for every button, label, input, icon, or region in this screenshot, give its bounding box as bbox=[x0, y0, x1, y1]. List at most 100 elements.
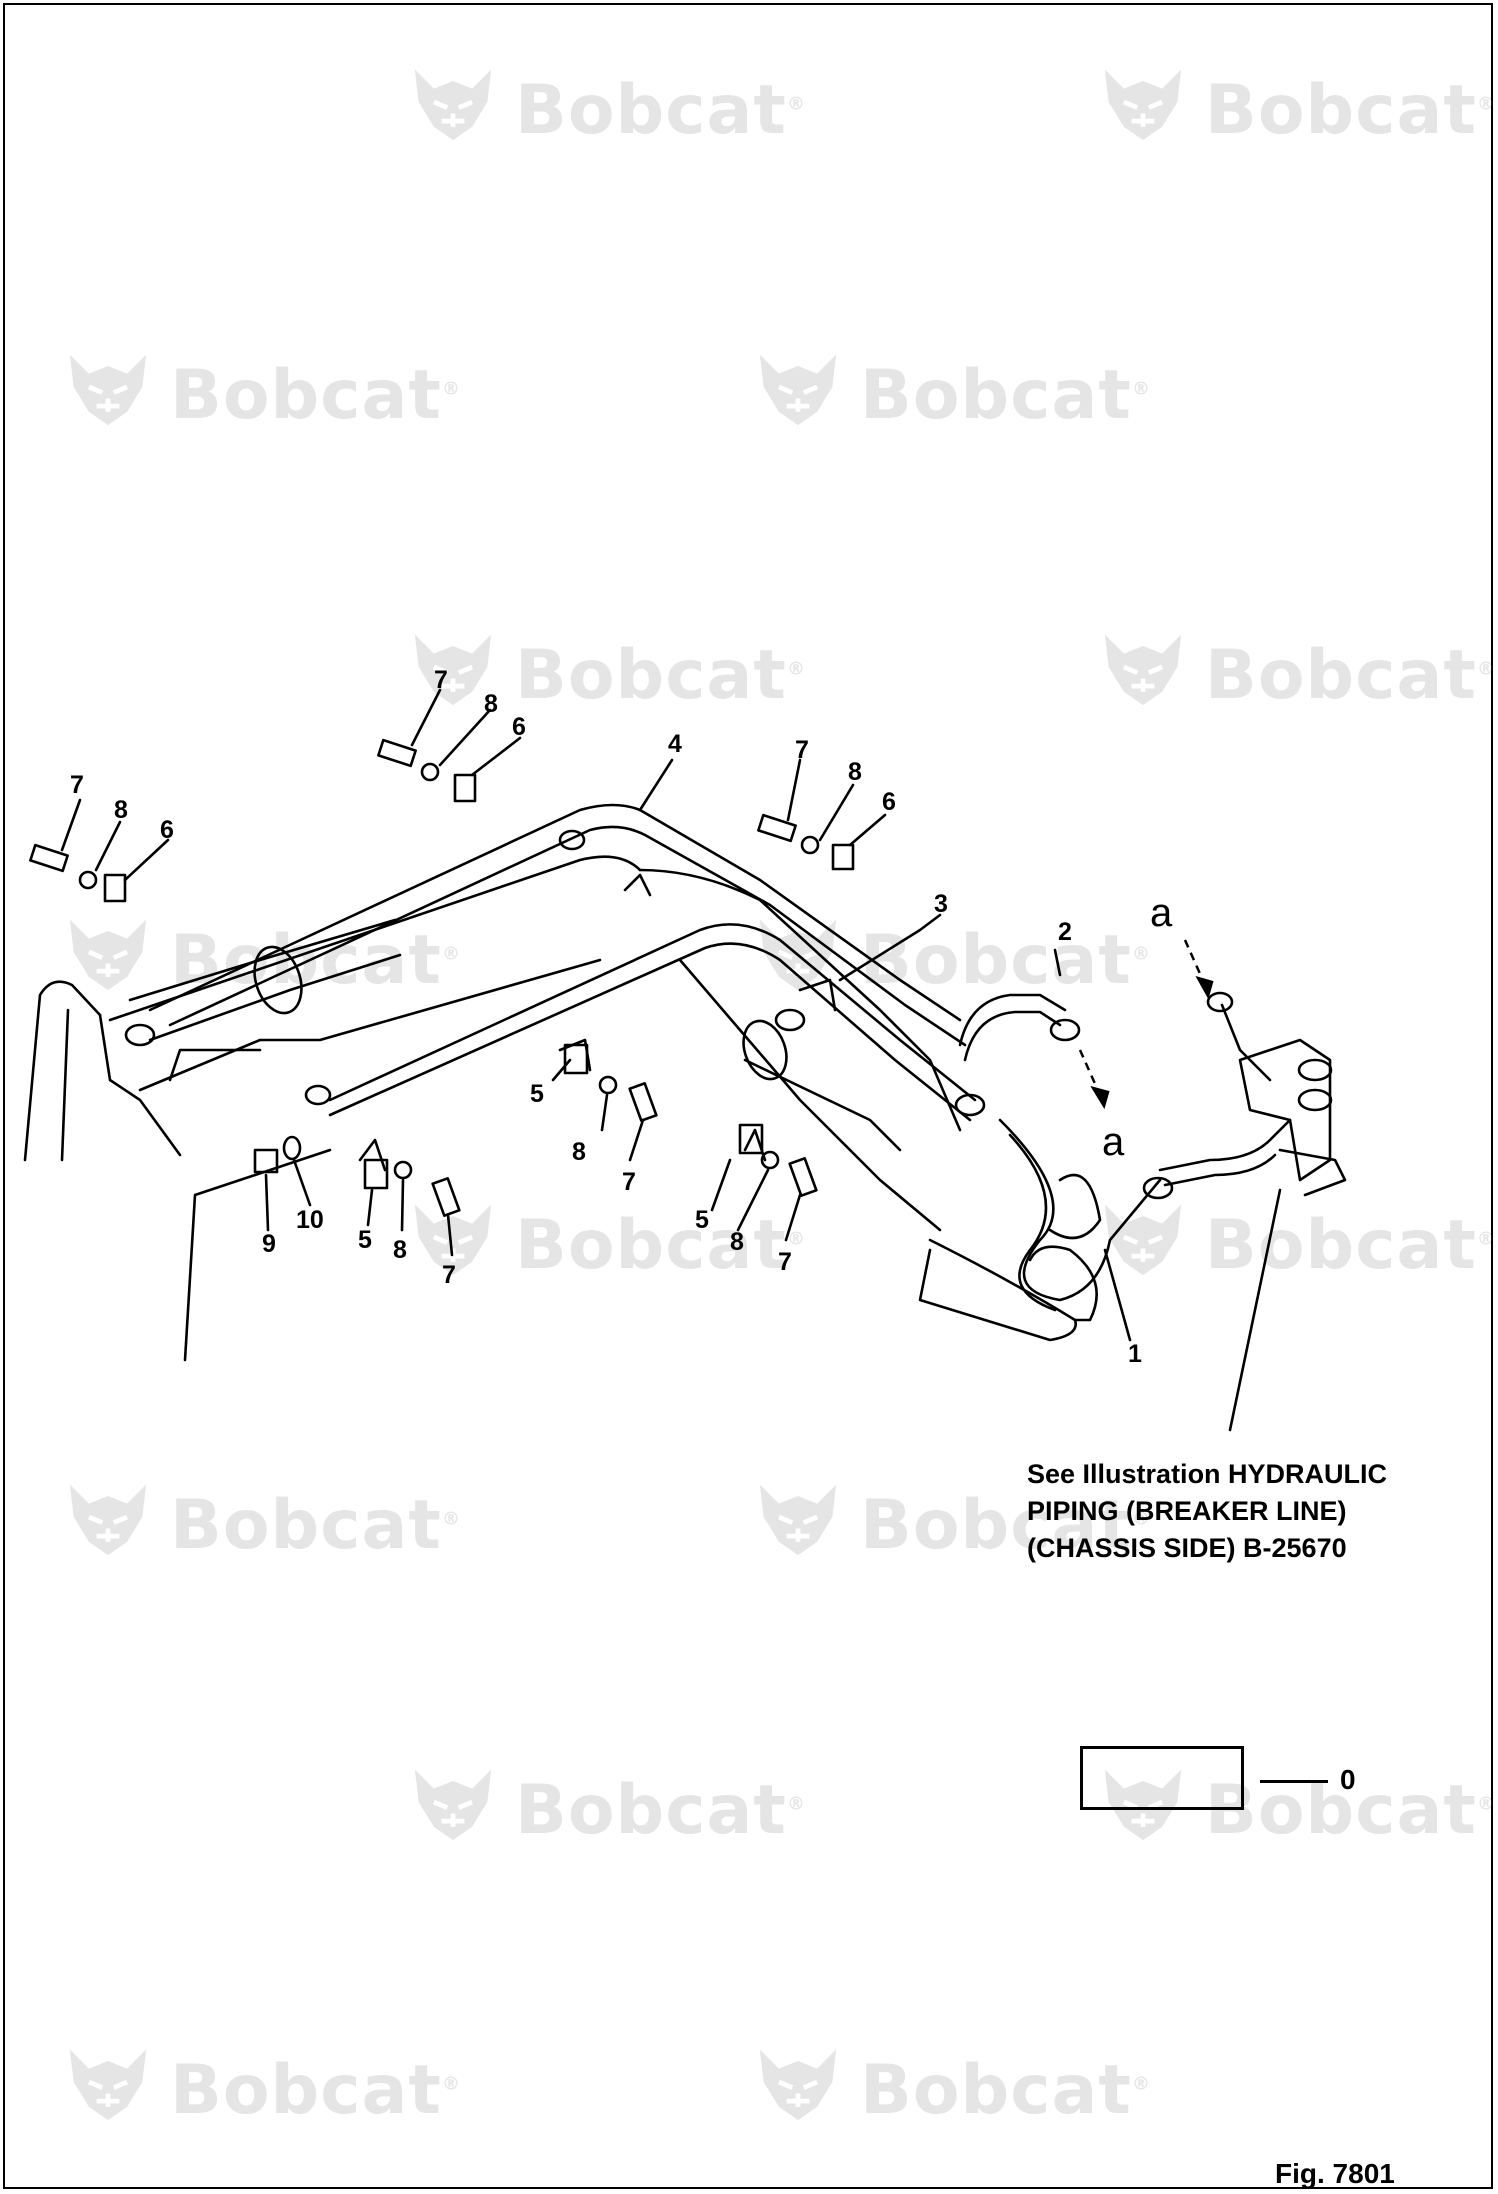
washer-8-left-low bbox=[393, 1160, 413, 1180]
bobcat-watermark-text: Bobcat® bbox=[860, 1486, 1151, 1565]
leader-8-top bbox=[438, 708, 492, 767]
reference-note: See Illustration HYDRAULIC PIPING (BREAK… bbox=[1027, 1456, 1387, 1567]
bobcat-logo-icon bbox=[60, 1475, 156, 1576]
callout-7a: 7 bbox=[70, 771, 84, 799]
fitting-upper-clamp bbox=[558, 829, 586, 851]
bobcat-logo-icon bbox=[60, 910, 156, 1011]
callout-a-right: a bbox=[1102, 1120, 1125, 1164]
leader-6-mid bbox=[848, 813, 887, 847]
valve-body bbox=[1238, 1038, 1332, 1182]
chassis-pipe-up bbox=[1220, 1003, 1272, 1082]
clamp-5-center bbox=[563, 1043, 589, 1075]
registered-mark: ® bbox=[441, 2073, 461, 2095]
callout-7f: 7 bbox=[442, 1261, 456, 1289]
leader-7-low bbox=[446, 1213, 454, 1257]
bobcat-logo-icon bbox=[405, 625, 501, 726]
boom-upper-edge bbox=[108, 855, 642, 1022]
bolt-7-right bbox=[788, 1156, 818, 1198]
bobcat-logo-icon bbox=[750, 345, 846, 446]
pipe-3 bbox=[328, 923, 977, 1102]
bobcat-watermark-text: Bobcat® bbox=[515, 71, 806, 150]
leader-5b bbox=[710, 1158, 732, 1212]
bobcat-watermark: Bobcat® bbox=[1095, 1195, 1496, 1296]
bobcat-watermark-text: Bobcat® bbox=[170, 2051, 461, 2130]
bobcat-watermark-text: Bobcat® bbox=[515, 1771, 806, 1850]
callout-7d: 7 bbox=[622, 1168, 636, 1196]
clamp-2 bbox=[798, 978, 837, 1012]
washer-8-top bbox=[420, 762, 440, 782]
callout-3: 3 bbox=[934, 890, 948, 918]
valve-bracket bbox=[1278, 1148, 1347, 1197]
legend-box bbox=[1080, 1746, 1244, 1810]
fitting-low-left bbox=[304, 1084, 332, 1106]
registered-mark: ® bbox=[786, 1793, 806, 1815]
legend-leader bbox=[1260, 1780, 1328, 1783]
leader-6-left bbox=[123, 838, 170, 882]
callout-a-top: a bbox=[1150, 891, 1173, 935]
bobcat-watermark-text: Bobcat® bbox=[170, 1486, 461, 1565]
callout-4: 4 bbox=[668, 730, 682, 758]
callout-8c: 8 bbox=[848, 758, 862, 786]
bobcat-watermark: Bobcat® bbox=[60, 345, 461, 446]
bobcat-watermark: Bobcat® bbox=[1095, 60, 1496, 161]
bobcat-watermark-text: Bobcat® bbox=[1205, 1206, 1496, 1285]
bobcat-logo-icon bbox=[60, 345, 156, 446]
bobcat-watermark: Bobcat® bbox=[405, 1195, 806, 1296]
bobcat-logo-icon bbox=[1095, 60, 1191, 161]
leader-7-top bbox=[410, 688, 442, 747]
callout-7c: 7 bbox=[795, 736, 809, 764]
note-line-1: See Illustration HYDRAULIC bbox=[1027, 1459, 1388, 1489]
registered-mark: ® bbox=[786, 93, 806, 115]
boom-cylinder-collar bbox=[253, 945, 303, 1015]
bobcat-logo-icon bbox=[1095, 1195, 1191, 1296]
bobcat-watermark-text: Bobcat® bbox=[860, 356, 1151, 435]
callout-9: 9 bbox=[262, 1230, 276, 1258]
callout-8b: 8 bbox=[484, 690, 498, 718]
callout-5c: 5 bbox=[358, 1226, 372, 1254]
callout-8f: 8 bbox=[393, 1236, 407, 1264]
hose-2-b bbox=[963, 1010, 1062, 1062]
hose-1-b bbox=[1008, 1133, 1057, 1312]
leader-8-center bbox=[600, 1093, 609, 1132]
leader-3 bbox=[838, 913, 942, 982]
callout-8e: 8 bbox=[730, 1228, 744, 1256]
registered-mark: ® bbox=[441, 1508, 461, 1530]
bobcat-logo-icon bbox=[405, 60, 501, 161]
note-line-2: PIPING (BREAKER LINE) bbox=[1027, 1496, 1347, 1526]
bobcat-logo-icon bbox=[750, 2040, 846, 2141]
clamp-6-mid bbox=[831, 843, 855, 871]
leader-8-low bbox=[400, 1178, 405, 1232]
leader-chassis bbox=[1228, 1188, 1282, 1432]
bobcat-watermark: Bobcat® bbox=[750, 2040, 1151, 2141]
fitting-left bbox=[124, 1023, 156, 1047]
callout-7e: 7 bbox=[778, 1248, 792, 1276]
bolt-7-left bbox=[29, 843, 69, 873]
bobcat-logo-icon bbox=[405, 1760, 501, 1861]
bobcat-logo-icon bbox=[60, 2040, 156, 2141]
leader-7-right bbox=[784, 1193, 802, 1242]
boom-cylinder-lower bbox=[148, 953, 402, 1042]
bobcat-watermark-text: Bobcat® bbox=[170, 921, 461, 1000]
bobcat-watermark: Bobcat® bbox=[1095, 1760, 1496, 1861]
pipe-4-b bbox=[168, 825, 967, 1047]
clamp-6-left bbox=[103, 873, 127, 903]
clamp-3 bbox=[558, 1038, 592, 1072]
registered-mark: ® bbox=[1131, 378, 1151, 400]
clamp-5-right bbox=[738, 1123, 764, 1155]
bobcat-logo-icon bbox=[1095, 1760, 1191, 1861]
drawing-frame bbox=[3, 3, 1493, 2189]
arrow-a-top-head bbox=[1195, 975, 1214, 1000]
valve-cap bbox=[1297, 1058, 1333, 1082]
leader-4 bbox=[638, 758, 674, 812]
bobcat-logo-icon bbox=[405, 1195, 501, 1296]
oring-10 bbox=[282, 1135, 302, 1161]
washer-8-mid bbox=[800, 835, 820, 855]
bobcat-watermark-text: Bobcat® bbox=[1205, 1771, 1496, 1850]
fitting-hose1-end bbox=[1142, 1176, 1174, 1200]
callout-6b: 6 bbox=[512, 713, 526, 741]
bobcat-watermark: Bobcat® bbox=[750, 345, 1151, 446]
leader-5a bbox=[551, 1058, 572, 1082]
boom-lower-edge bbox=[138, 958, 602, 1092]
fitting-pipe3-end bbox=[954, 1093, 986, 1117]
